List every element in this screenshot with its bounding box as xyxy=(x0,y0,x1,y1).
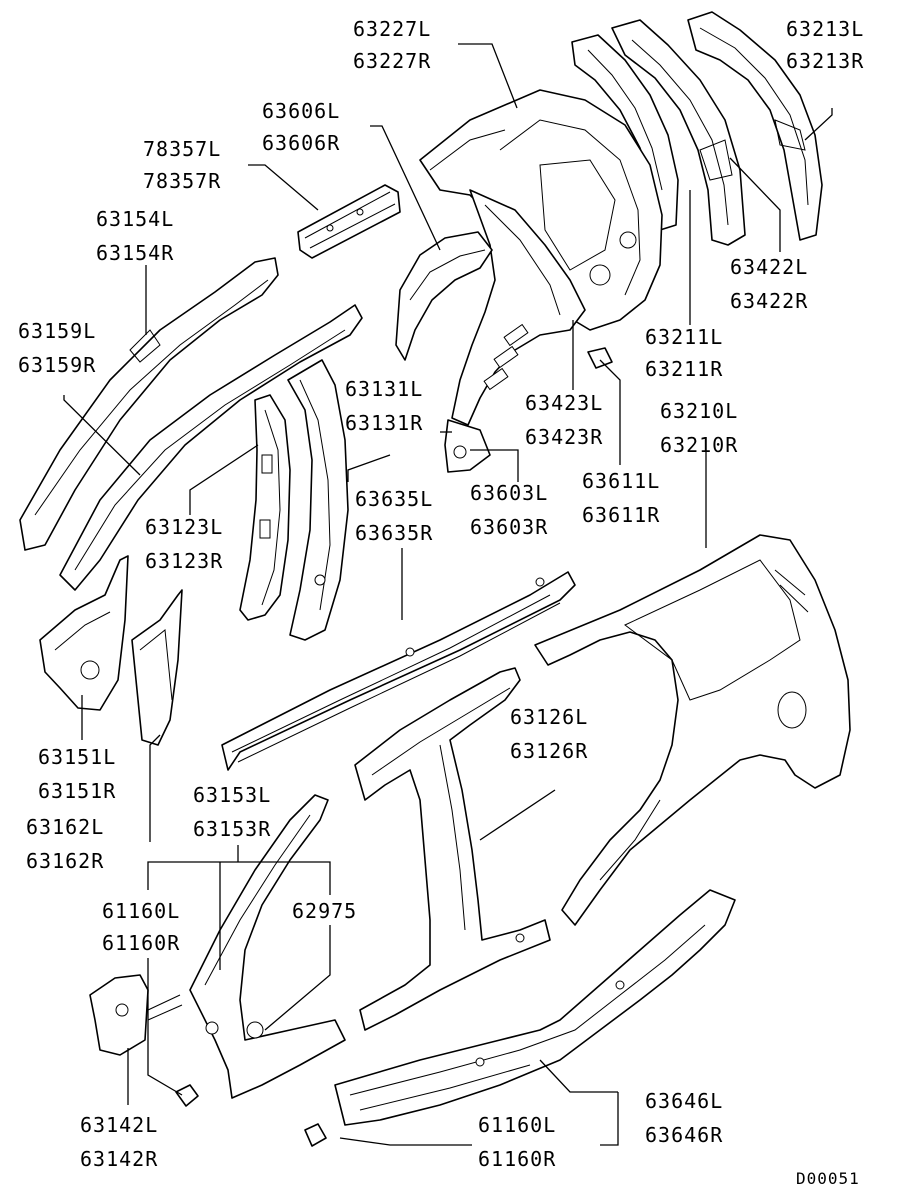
part-63606[interactable] xyxy=(395,231,493,361)
callout-text-63131-r: 63131R xyxy=(345,411,423,435)
callout-text-63142-l: 63142L xyxy=(80,1113,158,1137)
callout-text-78357-l: 78357L xyxy=(143,137,221,161)
callout-text-62975: 62975 xyxy=(292,899,357,923)
callout-text-63142-r: 63142R xyxy=(80,1147,158,1171)
part-63154[interactable] xyxy=(19,257,279,551)
callout-text-63646-l: 63646L xyxy=(645,1089,723,1113)
callout-text-63131-l: 63131L xyxy=(345,377,423,401)
callout-text-63603-r: 63603R xyxy=(470,515,548,539)
callout-63611: 63611L 63611R xyxy=(582,469,660,527)
callout-text-63211-l: 63211L xyxy=(645,325,723,349)
callout-61160-front: 61160L 61160R xyxy=(102,899,180,955)
leader-lines xyxy=(63,43,833,1146)
callout-text-63210-l: 63210L xyxy=(660,399,738,423)
part-63213[interactable] xyxy=(687,11,823,241)
part-63131[interactable] xyxy=(287,359,349,641)
part-63151[interactable] xyxy=(39,555,129,711)
part-63159[interactable] xyxy=(59,304,363,591)
part-78357[interactable] xyxy=(297,184,401,259)
callout-text-63159-r: 63159R xyxy=(18,353,96,377)
callout-63131: 63131L 63131R xyxy=(345,377,423,435)
part-63611[interactable] xyxy=(587,347,613,369)
callout-text-63611-r: 63611R xyxy=(582,503,660,527)
part-63126[interactable] xyxy=(354,667,551,1031)
callout-text-63635-r: 63635R xyxy=(355,521,433,545)
part-63162[interactable] xyxy=(131,589,183,746)
callout-63159: 63159L 63159R xyxy=(18,319,96,377)
callout-text-63213-r: 63213R xyxy=(786,49,864,73)
callout-text-63210-r: 63210R xyxy=(660,433,738,457)
callout-63151: 63151L 63151R xyxy=(38,745,116,803)
callout-text-63151-l: 63151L xyxy=(38,745,116,769)
part-63153[interactable] xyxy=(189,794,346,1099)
callout-text-63211-r: 63211R xyxy=(645,357,723,381)
callout-text-63606-l: 63606L xyxy=(262,99,340,123)
reference-code: D00051 xyxy=(796,1169,860,1187)
callout-63635: 63635L 63635R xyxy=(355,487,433,545)
part-61160-rear[interactable] xyxy=(304,1123,327,1147)
callout-text-63126-l: 63126L xyxy=(510,705,588,729)
part-63142[interactable] xyxy=(89,974,183,1056)
callout-63162: 63162L 63162R xyxy=(26,815,104,873)
callout-62975: 62975 xyxy=(292,899,357,923)
callout-text-63126-r: 63126R xyxy=(510,739,588,763)
callout-63423: 63423L 63423R xyxy=(525,391,603,449)
callout-63126: 63126L 63126R xyxy=(510,705,588,763)
callout-text-63151-r: 63151R xyxy=(38,779,116,803)
callout-text-63606-r: 63606R xyxy=(262,131,340,155)
callout-61160-rear: 61160L 61160R xyxy=(478,1113,556,1171)
callout-text-63611-l: 63611L xyxy=(582,469,660,493)
callout-text-63153-r: 63153R xyxy=(193,817,271,841)
callout-text-63422-r: 63422R xyxy=(730,289,808,313)
callout-text-78357-r: 78357R xyxy=(143,169,221,193)
callout-text-63422-l: 63422L xyxy=(730,255,808,279)
callout-text-63423-r: 63423R xyxy=(525,425,603,449)
callout-text-63423-l: 63423L xyxy=(525,391,603,415)
callout-text-63162-r: 63162R xyxy=(26,849,104,873)
part-63210[interactable] xyxy=(534,534,851,926)
callout-text-63153-l: 63153L xyxy=(193,783,271,807)
callout-63123: 63123L 63123R xyxy=(145,515,223,573)
callout-63211: 63211L 63211R xyxy=(645,325,723,381)
callout-text-61160-rear-l: 61160L xyxy=(478,1113,556,1137)
part-63603[interactable] xyxy=(444,419,491,473)
part-61160-front[interactable] xyxy=(175,1084,199,1107)
part-63635[interactable] xyxy=(221,571,576,771)
callout-63606: 63606L 63606R xyxy=(262,99,340,155)
callout-63603: 63603L 63603R xyxy=(470,481,548,539)
callout-78357: 78357L 78357R xyxy=(143,137,221,193)
part-63646[interactable] xyxy=(334,889,736,1126)
callout-text-63123-r: 63123R xyxy=(145,549,223,573)
callout-text-63603-l: 63603L xyxy=(470,481,548,505)
callout-text-63123-l: 63123L xyxy=(145,515,223,539)
part-63422[interactable] xyxy=(611,19,746,246)
callout-text-63159-l: 63159L xyxy=(18,319,96,343)
callout-text-63635-l: 63635L xyxy=(355,487,433,511)
part-63123[interactable] xyxy=(239,394,291,621)
callout-text-63213-l: 63213L xyxy=(786,17,864,41)
callout-63154: 63154L 63154R xyxy=(96,207,174,265)
callout-63210: 63210L 63210R xyxy=(660,399,738,457)
callout-63142: 63142L 63142R xyxy=(80,1113,158,1171)
callout-63422: 63422L 63422R xyxy=(730,255,808,313)
callout-63213: 63213L 63213R xyxy=(786,17,864,73)
callout-text-61160-rear-r: 61160R xyxy=(478,1147,556,1171)
callout-text-63154-r: 63154R xyxy=(96,241,174,265)
part-63423[interactable] xyxy=(451,189,586,426)
callout-text-63227-r: 63227R xyxy=(353,49,431,73)
callout-text-63154-l: 63154L xyxy=(96,207,174,231)
callout-text-61160-front-r: 61160R xyxy=(102,931,180,955)
callout-text-63162-l: 63162L xyxy=(26,815,104,839)
callout-63227: 63227L 63227R xyxy=(353,17,431,73)
callout-text-61160-front-l: 61160L xyxy=(102,899,180,923)
callout-63646: 63646L 63646R xyxy=(645,1089,723,1147)
callout-text-63227-l: 63227L xyxy=(353,17,431,41)
callout-text-63646-r: 63646R xyxy=(645,1123,723,1147)
callout-63153: 63153L 63153R xyxy=(193,783,271,841)
